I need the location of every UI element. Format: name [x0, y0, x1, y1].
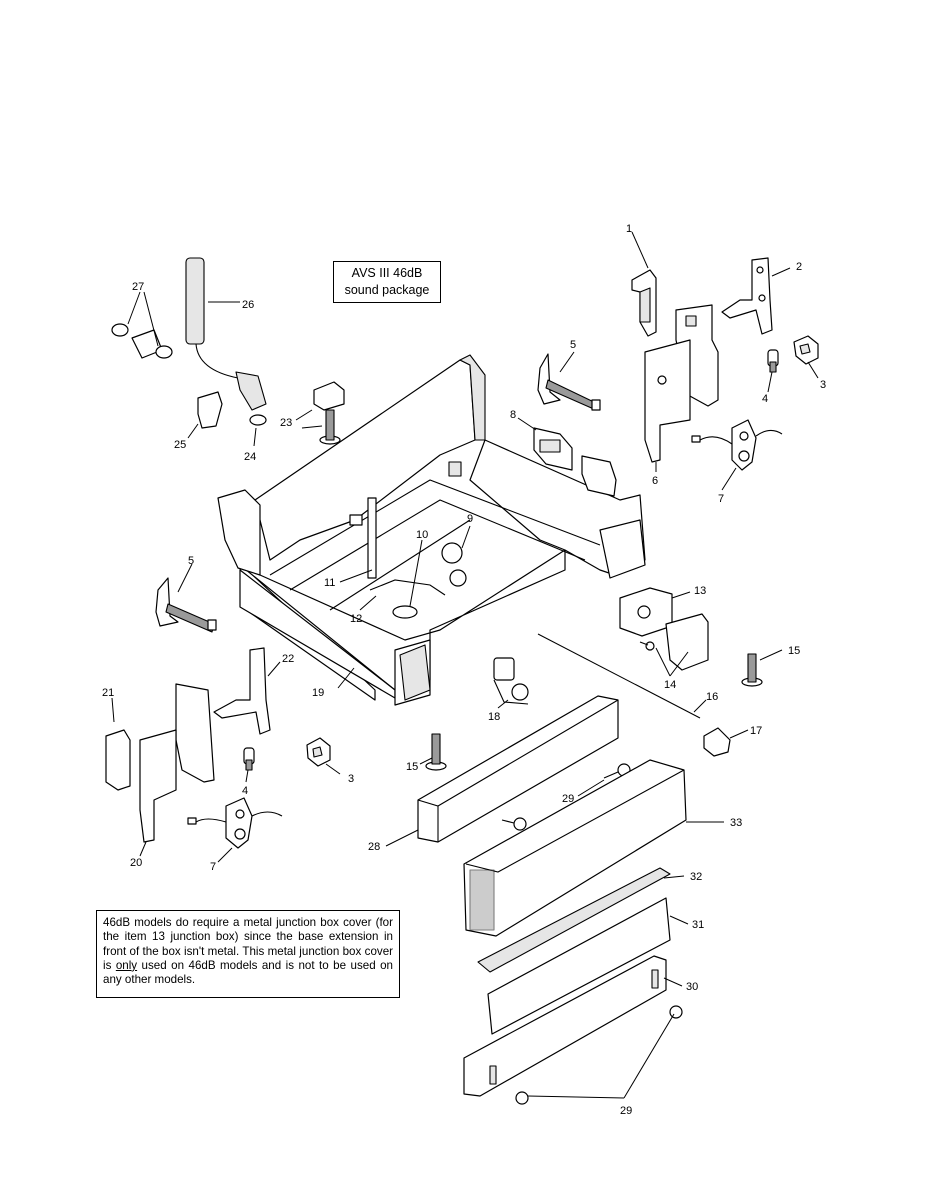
callout-5-top: 5 — [570, 339, 576, 351]
part-3-clip-bottom — [306, 737, 331, 767]
callout-1: 1 — [626, 223, 632, 235]
part-32-strip — [477, 867, 671, 973]
callout-32: 32 — [690, 871, 702, 883]
part-16-rod — [537, 633, 701, 719]
part-5-leveling-leg-bottom — [155, 577, 217, 633]
part-31-plate — [487, 897, 671, 1035]
callout-30: 30 — [686, 981, 698, 993]
callout-7-top: 7 — [718, 493, 724, 505]
part-17-knob — [703, 727, 731, 757]
part-26-hose — [185, 257, 267, 411]
callout-25: 25 — [174, 439, 186, 451]
callout-15-left: 15 — [406, 761, 418, 773]
part-13-junction-box — [619, 587, 673, 637]
callout-19: 19 — [312, 687, 324, 699]
callout-29-upper: 29 — [562, 793, 574, 805]
part-1-bracket — [631, 269, 657, 337]
callout-4-bottom: 4 — [242, 785, 248, 797]
part-5-leveling-leg-top — [537, 353, 601, 411]
part-8-connectors — [533, 427, 617, 497]
callout-18: 18 — [488, 711, 500, 723]
part-2-hinge-bracket — [721, 257, 773, 335]
part-30-bracket — [463, 955, 667, 1097]
callout-28: 28 — [368, 841, 380, 853]
part-15-leveling-screw-right — [741, 653, 763, 687]
callout-6: 6 — [652, 475, 658, 487]
part-6-side-bracket — [644, 304, 719, 463]
callout-17: 17 — [750, 725, 762, 737]
callout-11: 11 — [324, 577, 335, 589]
callout-10: 10 — [416, 529, 428, 541]
sound-package-line2: sound package — [344, 283, 430, 297]
sound-package-line1: AVS III 46dB — [351, 266, 423, 280]
part-28-toe-panel — [417, 695, 619, 843]
callout-15-right: 15 — [788, 645, 800, 657]
callout-21: 21 — [102, 687, 114, 699]
junction-box-note: 46dB models do require a metal junction … — [96, 910, 400, 998]
callout-22: 22 — [282, 653, 294, 665]
base-frame — [217, 354, 646, 706]
callout-14: 14 — [664, 679, 676, 691]
callout-24: 24 — [244, 451, 256, 463]
callout-33: 33 — [730, 817, 742, 829]
callout-26: 26 — [242, 299, 254, 311]
callout-20: 20 — [130, 857, 142, 869]
callout-5-bottom: 5 — [188, 555, 194, 567]
part-24-tube — [249, 414, 267, 426]
part-4-spring-top — [767, 349, 779, 373]
part-7-latch-bottom — [187, 797, 283, 849]
part-14-junction-cover — [639, 613, 709, 671]
part-21-bracket — [105, 729, 131, 791]
sound-package-label: AVS III 46dB sound package — [333, 261, 441, 303]
callout-31: 31 — [692, 919, 704, 931]
part-27-coupler-clamps — [111, 323, 173, 359]
part-23-screw — [313, 381, 345, 445]
callout-4-top: 4 — [762, 393, 768, 405]
callout-29-lower: 29 — [620, 1105, 632, 1117]
leader-lines — [111, 231, 819, 1099]
part-20-side-bracket — [139, 683, 215, 843]
callout-12: 12 — [350, 613, 362, 625]
callout-2: 2 — [796, 261, 802, 273]
callout-27: 27 — [132, 281, 144, 293]
callout-3-bottom: 3 — [348, 773, 354, 785]
part-3-clip-top — [793, 335, 819, 365]
part-4-spring-bottom — [243, 747, 255, 771]
part-18-water-valve — [493, 657, 529, 705]
part-7-latch-top — [691, 419, 783, 471]
callout-13: 13 — [694, 585, 706, 597]
callout-8: 8 — [510, 409, 516, 421]
part-25-clip — [197, 391, 223, 429]
note-text-before: 46dB models do require a metal junction … — [103, 916, 393, 972]
callout-9: 9 — [467, 513, 473, 525]
note-emphasis: only — [115, 958, 138, 972]
callout-7-bottom: 7 — [210, 861, 216, 873]
part-29-screws — [501, 763, 683, 1105]
note-text-after: used on 46dB models and is not to be use… — [103, 958, 393, 987]
part-33-base-extension — [463, 759, 687, 937]
part-22-hinge-bracket — [213, 647, 271, 735]
callout-labels: 1 2 3 4 5 6 7 8 9 10 11 12 13 14 15 15 1… — [102, 223, 826, 1117]
callout-23: 23 — [280, 417, 292, 429]
callout-3-top: 3 — [820, 379, 826, 391]
part-15-leveling-screw-left — [425, 733, 447, 771]
callout-16: 16 — [706, 691, 718, 703]
